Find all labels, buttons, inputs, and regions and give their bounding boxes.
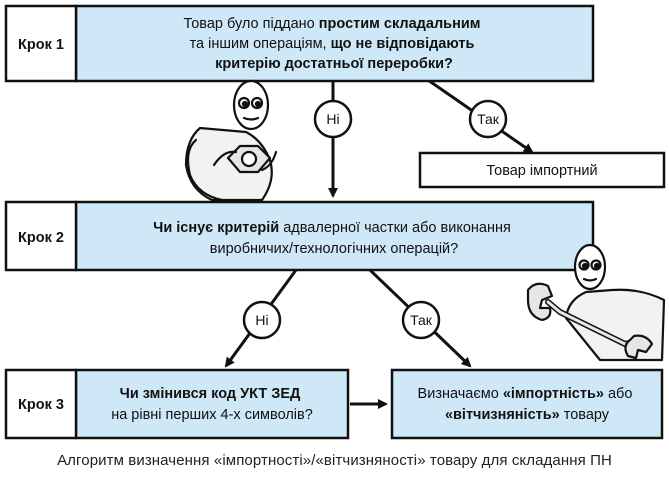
caption: Алгоритм визначення «імпортності»/«вітчи…: [57, 452, 612, 469]
step1-row: Крок 1 Товар було піддано простим склада…: [4, 4, 595, 83]
step2-label: Крок 2: [18, 230, 64, 246]
result_final-segment: «імпортність»: [503, 386, 604, 402]
step1-segment: Товар було піддано: [184, 16, 319, 32]
result_final-segment: або: [604, 386, 632, 402]
final-result-text: Визначаємо «імпортність» або «вітчизняні…: [418, 386, 637, 423]
cartoon-figure-with-nut-icon: [184, 79, 278, 202]
step1-line: критерію достатньої переробки?: [215, 56, 453, 72]
branch-no-label-1: Ні: [326, 111, 339, 127]
branch-yes-circle-2: [401, 300, 441, 340]
step1-label: Крок 1: [18, 37, 64, 53]
branch-no-circle-1: [313, 99, 353, 139]
step2-label-box: [4, 200, 78, 272]
import-result: Товар імпортний: [418, 151, 666, 189]
step1-label-box: [4, 4, 78, 83]
step3-line: Чи змінився код УКТ ЗЕД: [120, 386, 301, 402]
step1-segment: критерію достатньої переробки?: [215, 56, 453, 72]
step3-row: Крок 3 Чи змінився код УКТ ЗЕД на рівні …: [4, 368, 350, 440]
final-line: Визначаємо «імпортність» або: [418, 386, 633, 402]
step2-line: виробничих/технологічних операцій?: [210, 241, 458, 257]
step2-text: Чи існує критерій адвалерної частки або …: [153, 220, 515, 257]
final-result-box: [390, 368, 664, 440]
step3-line: на рівні перших 4-х символів?: [111, 407, 313, 423]
step3-segment: на рівні перших 4-х символів?: [111, 407, 313, 423]
final-result: Визначаємо «імпортність» або «вітчизняні…: [390, 368, 664, 440]
step3-text: Чи змінився код УКТ ЗЕД на рівні перших …: [111, 386, 313, 423]
step2-segment: виробничих/технологічних операцій?: [210, 241, 458, 257]
branch-yes-circle-1: [468, 99, 508, 139]
cartoon-figure-with-wrench-icon: [526, 243, 666, 362]
result_final-segment: «вітчизняність»: [445, 407, 560, 423]
step1-segment: та іншим операціям,: [190, 36, 331, 52]
step1-line: Товар було піддано простим складальним: [184, 16, 481, 32]
decision-circles: Ні Так Ні Так: [242, 99, 508, 340]
branch-yes-label-2: Так: [410, 312, 433, 328]
step3-label-box: [4, 368, 78, 440]
result_final-segment: товару: [560, 407, 610, 423]
step3-segment: Чи змінився код УКТ ЗЕД: [120, 386, 301, 402]
step2-segment: адвалерної частки або виконання: [279, 220, 511, 236]
branch-no-label-2: Ні: [255, 312, 268, 328]
step1-line: та іншим операціям, що не відповідають: [190, 36, 475, 52]
step2-segment: Чи існує критерій: [153, 220, 279, 236]
step2-line: Чи існує критерій адвалерної частки або …: [153, 220, 511, 236]
step2-row: Крок 2 Чи існує критерій адвалерної част…: [4, 200, 595, 272]
final-line: «вітчизняність» товару: [445, 407, 610, 423]
step1-segment: що не відповідають: [331, 36, 475, 52]
import-result-text: Товар імпортний: [486, 163, 597, 179]
step1-box: [74, 4, 595, 83]
flowchart: Крок 1 Товар було піддано простим склада…: [4, 4, 666, 440]
branch-no-circle-2: [242, 300, 282, 340]
step2-box: [74, 200, 595, 272]
import-result-box: [418, 151, 666, 189]
step1-text: Товар було піддано простим складальним т…: [184, 16, 485, 72]
step3-label: Крок 3: [18, 397, 64, 413]
result_final-segment: Визначаємо: [418, 386, 503, 402]
branch-yes-label-1: Так: [477, 111, 500, 127]
step3-box: [74, 368, 350, 440]
step1-segment: простим складальним: [319, 16, 481, 32]
